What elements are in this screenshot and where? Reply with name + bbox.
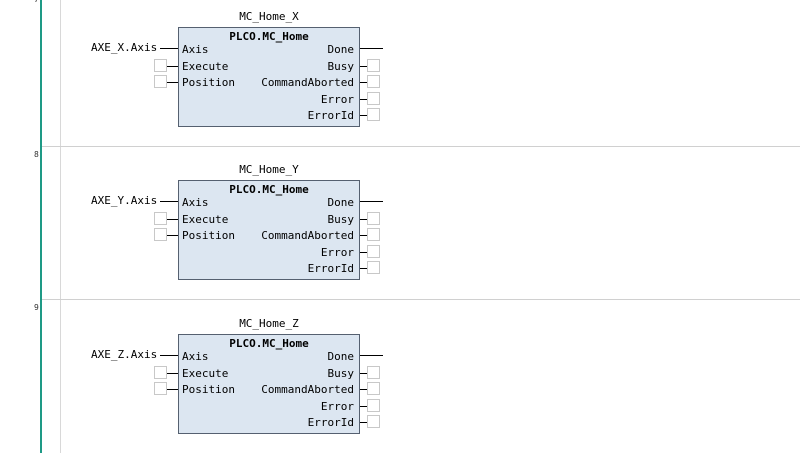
input-wire xyxy=(167,235,178,236)
input-placeholder-position[interactable] xyxy=(154,382,167,395)
output-placeholder-error-id[interactable] xyxy=(367,108,380,121)
network-gutter-bar xyxy=(40,0,42,453)
pin-execute[interactable]: Execute xyxy=(182,60,229,73)
pin-done[interactable]: Done xyxy=(327,43,355,56)
pin-command-aborted[interactable]: CommandAborted xyxy=(261,76,354,89)
output-placeholder-busy[interactable] xyxy=(367,212,380,225)
pin-busy[interactable]: Busy xyxy=(327,367,355,380)
network-gutter xyxy=(0,0,40,453)
output-placeholder-error-id[interactable] xyxy=(367,415,380,428)
output-placeholder-command-aborted[interactable] xyxy=(367,75,380,88)
pin-done[interactable]: Done xyxy=(327,350,355,363)
output-placeholder-command-aborted[interactable] xyxy=(367,228,380,241)
pin-axis[interactable]: Axis xyxy=(182,43,209,56)
pin-execute[interactable]: Execute xyxy=(182,213,229,226)
input-wire xyxy=(167,219,178,220)
fb-instance-name[interactable]: MC_Home_X xyxy=(239,10,299,23)
pin-done[interactable]: Done xyxy=(327,196,355,209)
network-gutter-divider xyxy=(60,0,61,453)
fb-type-name: PLCO.MC_Home xyxy=(229,183,309,196)
input-placeholder-execute[interactable] xyxy=(154,212,167,225)
pin-error-id[interactable]: ErrorId xyxy=(307,262,354,275)
output-placeholder-error-id[interactable] xyxy=(367,261,380,274)
pin-command-aborted[interactable]: CommandAborted xyxy=(261,229,354,242)
axis-variable[interactable]: AXE_Z.Axis xyxy=(91,348,158,361)
output-placeholder-error[interactable] xyxy=(367,399,380,412)
output-placeholder-error[interactable] xyxy=(367,92,380,105)
network-number: 8 xyxy=(34,150,39,159)
output-placeholder-busy[interactable] xyxy=(367,366,380,379)
pin-position[interactable]: Position xyxy=(182,229,235,242)
fb-instance-name[interactable]: MC_Home_Y xyxy=(239,163,299,176)
network-number: 7 xyxy=(34,0,39,4)
function-block[interactable]: PLCO.MC_Home Axis Execute Position Done … xyxy=(178,180,360,280)
pin-position[interactable]: Position xyxy=(182,383,235,396)
function-block[interactable]: PLCO.MC_Home Axis Execute Position Done … xyxy=(178,27,360,127)
pin-command-aborted[interactable]: CommandAborted xyxy=(261,383,354,396)
output-wire xyxy=(360,268,367,269)
output-wire-done xyxy=(360,48,383,49)
fb-instance-name[interactable]: MC_Home_Z xyxy=(239,317,299,330)
output-wire xyxy=(360,66,367,67)
network-separator xyxy=(42,299,800,300)
input-wire xyxy=(160,48,178,49)
input-placeholder-position[interactable] xyxy=(154,228,167,241)
input-placeholder-execute[interactable] xyxy=(154,59,167,72)
pin-busy[interactable]: Busy xyxy=(327,60,355,73)
pin-execute[interactable]: Execute xyxy=(182,367,229,380)
input-wire xyxy=(160,355,178,356)
pin-error-id[interactable]: ErrorId xyxy=(307,109,354,122)
pin-error[interactable]: Error xyxy=(320,93,354,106)
pin-error-id[interactable]: ErrorId xyxy=(307,416,354,429)
output-wire xyxy=(360,115,367,116)
output-wire xyxy=(360,235,367,236)
output-placeholder-command-aborted[interactable] xyxy=(367,382,380,395)
input-wire xyxy=(167,66,178,67)
pin-axis[interactable]: Axis xyxy=(182,350,209,363)
network-number: 9 xyxy=(34,303,39,312)
output-wire xyxy=(360,422,367,423)
pin-position[interactable]: Position xyxy=(182,76,235,89)
network-separator xyxy=(42,146,800,147)
axis-variable[interactable]: AXE_X.Axis xyxy=(91,41,158,54)
input-placeholder-position[interactable] xyxy=(154,75,167,88)
output-placeholder-error[interactable] xyxy=(367,245,380,258)
output-wire xyxy=(360,82,367,83)
pin-busy[interactable]: Busy xyxy=(327,213,355,226)
input-wire xyxy=(167,389,178,390)
output-wire xyxy=(360,252,367,253)
input-wire xyxy=(160,201,178,202)
output-wire xyxy=(360,219,367,220)
function-block[interactable]: PLCO.MC_Home Axis Execute Position Done … xyxy=(178,334,360,434)
fb-type-name: PLCO.MC_Home xyxy=(229,30,309,43)
output-placeholder-busy[interactable] xyxy=(367,59,380,72)
pin-error[interactable]: Error xyxy=(320,246,354,259)
fb-type-name: PLCO.MC_Home xyxy=(229,337,309,350)
input-placeholder-execute[interactable] xyxy=(154,366,167,379)
pin-axis[interactable]: Axis xyxy=(182,196,209,209)
input-wire xyxy=(167,82,178,83)
output-wire-done xyxy=(360,355,383,356)
axis-variable[interactable]: AXE_Y.Axis xyxy=(91,194,158,207)
output-wire xyxy=(360,389,367,390)
output-wire xyxy=(360,373,367,374)
output-wire xyxy=(360,406,367,407)
output-wire xyxy=(360,99,367,100)
input-wire xyxy=(167,373,178,374)
pin-error[interactable]: Error xyxy=(320,400,354,413)
output-wire-done xyxy=(360,201,383,202)
